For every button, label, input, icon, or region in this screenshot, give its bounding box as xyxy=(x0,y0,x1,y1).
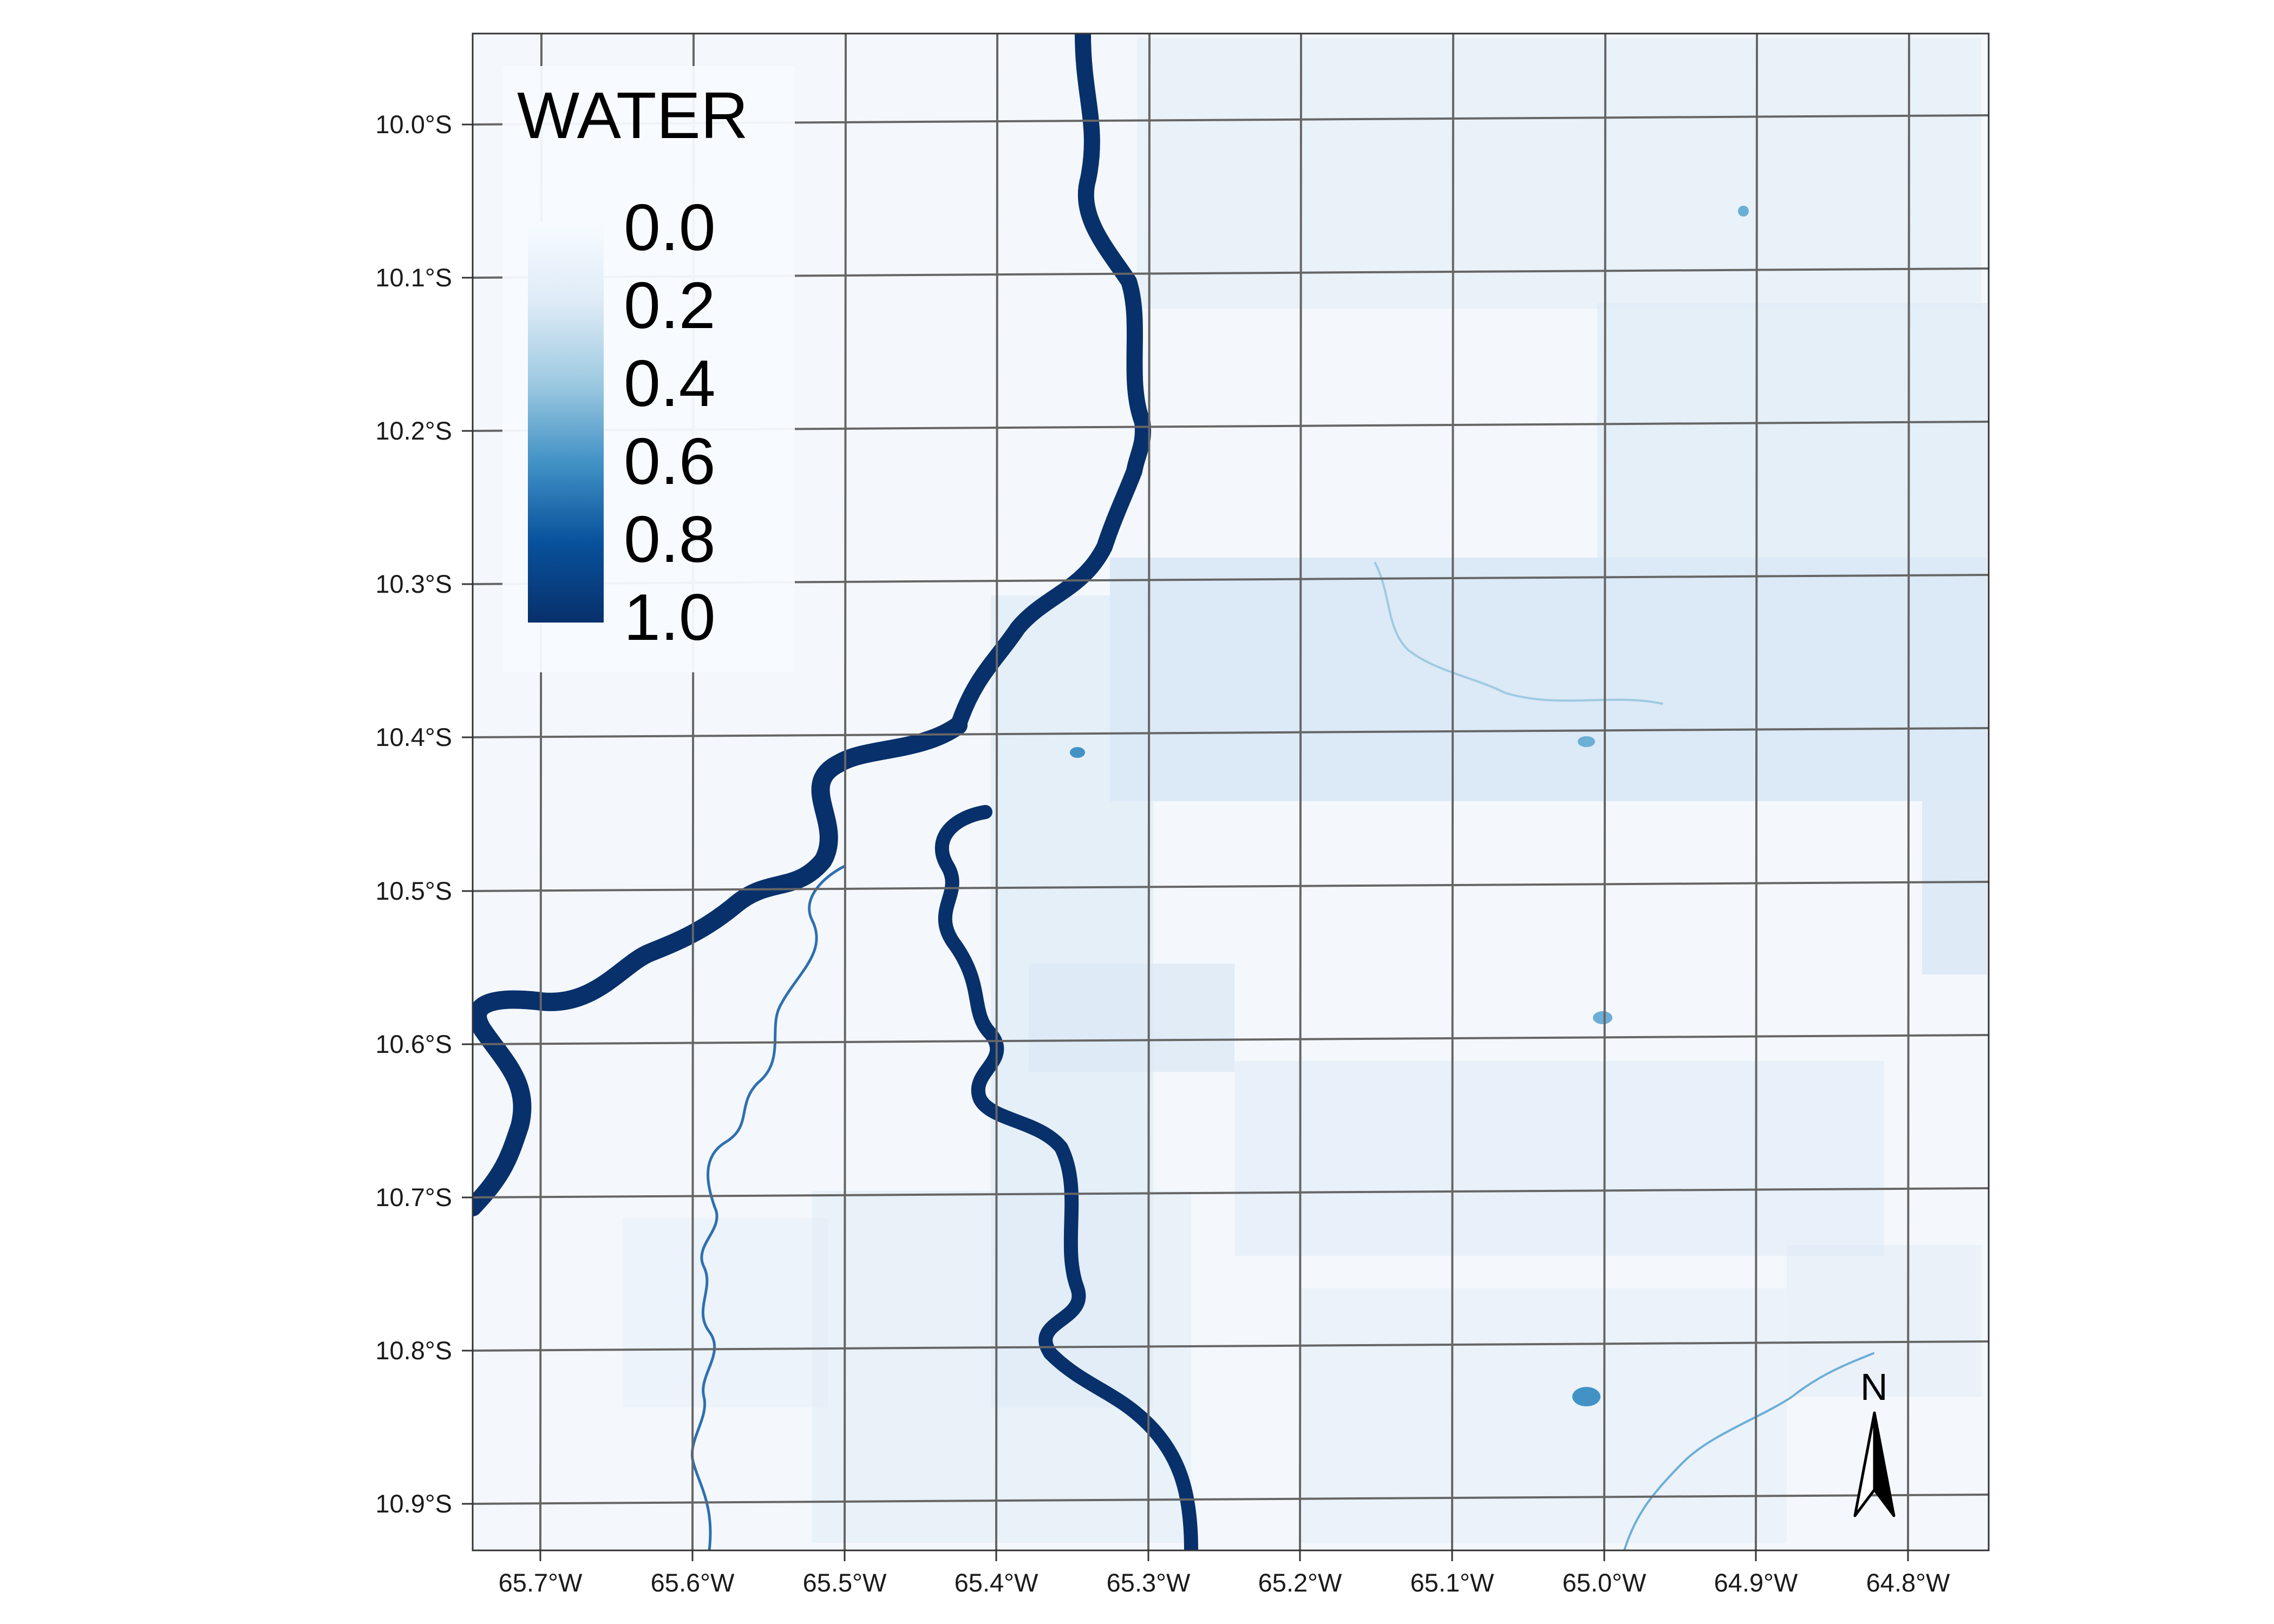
lon-label-64-9: 64.9°W xyxy=(1714,1568,1798,1597)
lat-label-10-4: 10.4°S xyxy=(375,723,452,751)
legend-tick-4: 0.8 xyxy=(624,502,716,576)
latitude-axis: 10.0°S 10.1°S 10.2°S 10.3°S 10.4°S 10.5°… xyxy=(375,110,473,1518)
main-river-north xyxy=(950,34,1151,734)
secondary-river xyxy=(690,865,846,1550)
legend-tick-2: 0.4 xyxy=(624,346,716,420)
lat-label-10-8: 10.8°S xyxy=(375,1336,452,1365)
lon-label-64-8: 64.8°W xyxy=(1866,1568,1950,1597)
north-arrow: N xyxy=(1853,1366,1896,1517)
lon-label-65-3: 65.3°W xyxy=(1107,1568,1191,1597)
north-arrow-letter: N xyxy=(1860,1366,1888,1408)
legend: WATER 0.0 0.2 0.4 0.6 0.8 1.0 xyxy=(502,66,795,672)
graticule xyxy=(473,34,1989,1550)
lat-label-10-6: 10.6°S xyxy=(375,1030,452,1058)
map-panel: WATER 0.0 0.2 0.4 0.6 0.8 1.0 N xyxy=(473,34,1989,1550)
lon-label-65-5: 65.5°W xyxy=(803,1568,887,1597)
north-arrow-right-half xyxy=(1873,1411,1896,1517)
main-river-loop xyxy=(473,716,968,1216)
lat-label-10-5: 10.5°S xyxy=(375,876,452,905)
lon-label-65-2: 65.2°W xyxy=(1258,1568,1342,1597)
lat-label-10-9: 10.9°S xyxy=(375,1489,452,1518)
legend-color-bar xyxy=(528,222,604,623)
legend-tick-5: 1.0 xyxy=(624,580,716,654)
rivers xyxy=(473,34,1874,1550)
legend-tick-0: 0.0 xyxy=(624,191,716,264)
lon-label-65-6: 65.6°W xyxy=(651,1568,735,1597)
tributary-main-south xyxy=(935,805,1198,1550)
legend-tick-1: 0.2 xyxy=(624,269,716,342)
lon-label-65-4: 65.4°W xyxy=(955,1568,1038,1597)
lon-label-65-1: 65.1°W xyxy=(1410,1568,1494,1597)
lat-label-10-1: 10.1°S xyxy=(375,263,452,292)
map-frame xyxy=(472,32,1990,1551)
right-stream xyxy=(1623,1352,1874,1550)
north-stream xyxy=(1374,562,1663,705)
longitude-axis: 65.7°W 65.6°W 65.5°W 65.4°W 65.3°W 65.2°… xyxy=(499,1550,1950,1597)
legend-title: WATER xyxy=(517,78,748,152)
legend-tick-3: 0.6 xyxy=(624,424,716,498)
lat-label-10-3: 10.3°S xyxy=(375,569,452,598)
lon-label-65-7: 65.7°W xyxy=(499,1568,583,1597)
small-lakes xyxy=(1070,206,1749,1406)
lon-label-65-0: 65.0°W xyxy=(1563,1568,1646,1597)
lat-label-10-0: 10.0°S xyxy=(375,110,452,139)
lat-label-10-2: 10.2°S xyxy=(375,416,452,445)
lat-label-10-7: 10.7°S xyxy=(375,1183,452,1212)
agricultural-fields xyxy=(623,38,1987,1543)
